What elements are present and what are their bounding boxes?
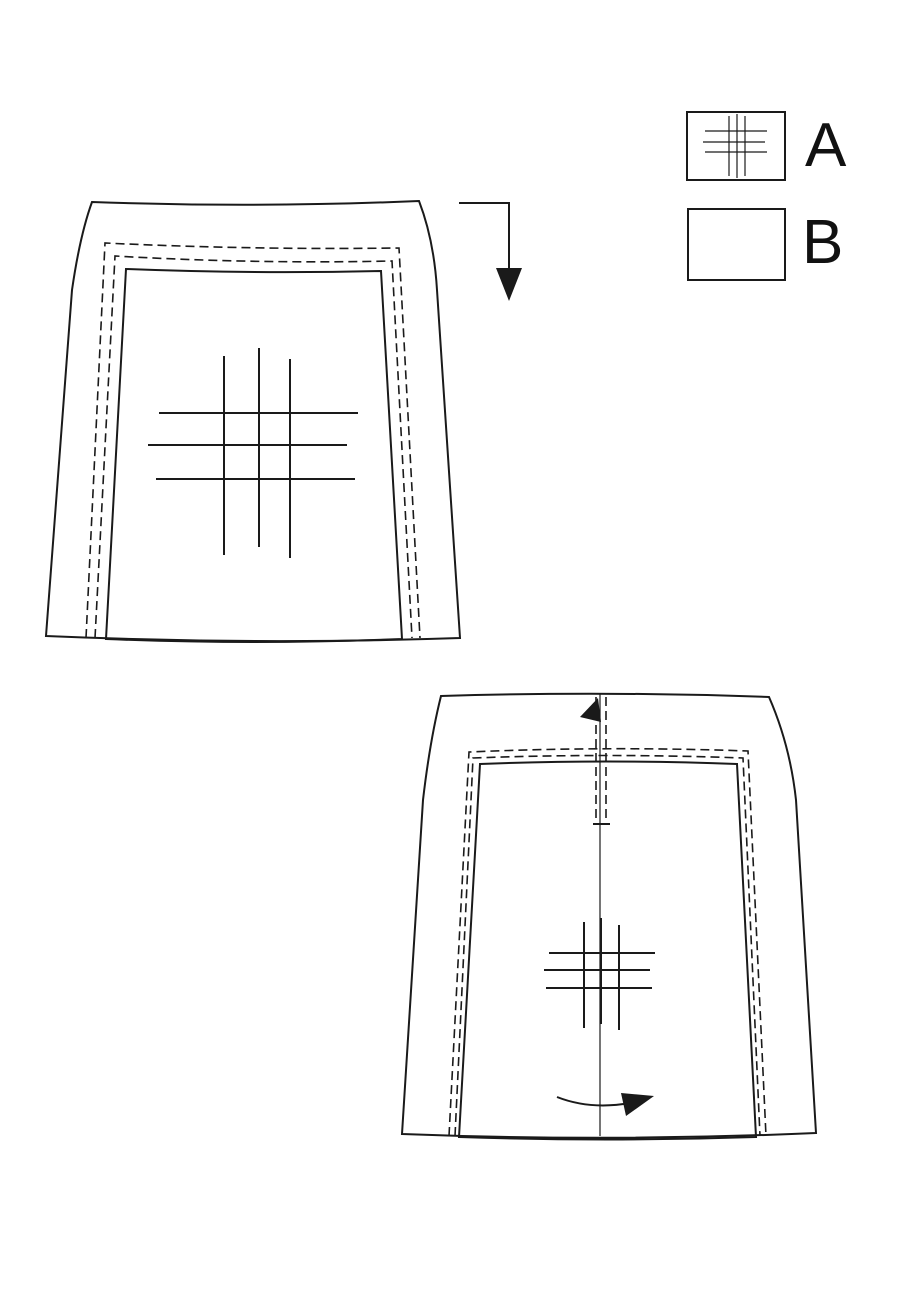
stitch-line-outer-bottom: [448, 747, 767, 1137]
legend-b: B: [687, 208, 843, 281]
stitch-line-outer-top: [85, 242, 421, 639]
up-arrow-icon: [580, 698, 601, 722]
plaid-pattern-top: [148, 348, 358, 558]
plaid-pattern-bottom: [544, 918, 655, 1030]
curved-arrow-icon: [556, 1093, 654, 1116]
skirt-panel-top: [44, 199, 462, 643]
skirt-panel-bottom: [400, 692, 818, 1141]
down-arrow-icon: [459, 202, 522, 301]
plaid-swatch-pattern: [703, 114, 767, 178]
legend-a: A: [686, 111, 847, 181]
skirt-outline-top: [44, 199, 462, 643]
plaid-fabric-swatch: [686, 111, 786, 181]
stitch-line-inner-bottom: [454, 754, 761, 1137]
plain-fabric-swatch: [687, 208, 786, 281]
plaid-panel-bottom: [457, 760, 758, 1141]
stitch-line-inner-top: [94, 255, 413, 639]
legend-label-a: A: [805, 111, 847, 180]
skirt-outline-bottom: [400, 692, 818, 1139]
plaid-panel-top: [104, 267, 404, 643]
legend-label-b: B: [802, 208, 843, 277]
